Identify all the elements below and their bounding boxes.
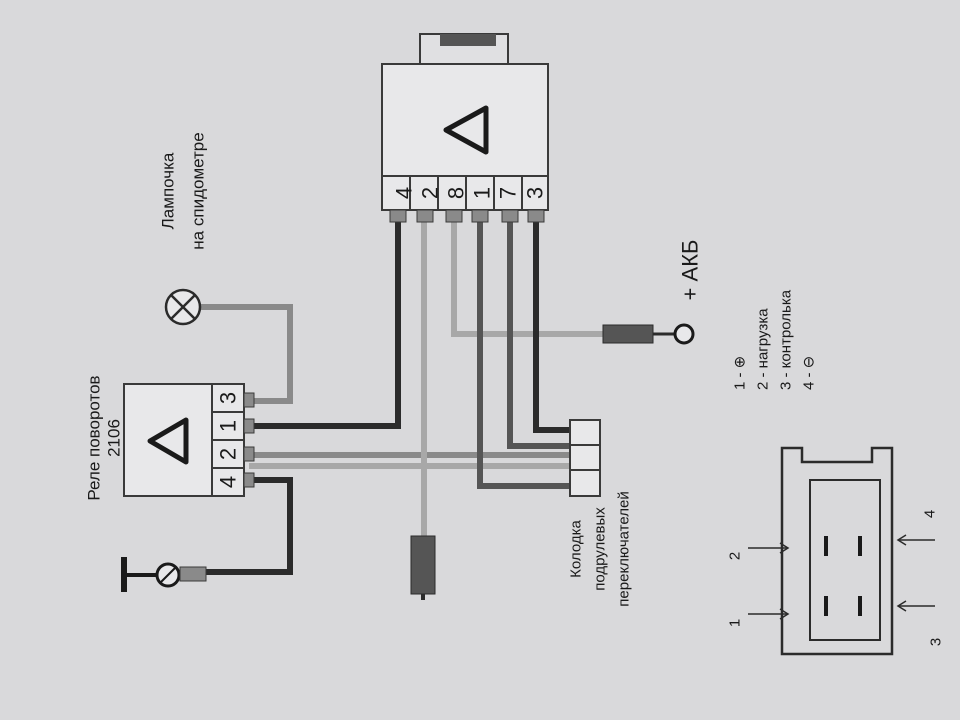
switch-pin-label: 2 [418,187,443,199]
pinout-drawing: 1 2 3 4 [727,446,945,656]
ground-terminal [121,557,207,592]
pinout-label: 1 [727,619,744,627]
connector-body [569,419,601,497]
steering-connector: Колодка подрулевых переключателей [568,419,633,607]
wire-relay-lamp [197,304,293,404]
relay-pin-label: 4 [216,476,241,488]
relay-pin-label: 3 [216,392,241,404]
legend-item: 1 - ⊕ [732,356,749,390]
relay-label: Реле поворотов [85,375,104,500]
switch-pin-stubs [389,209,545,223]
connector-label-line2: подрулевых [592,507,609,591]
pinout-label: 3 [928,638,945,646]
pinout-contacts [824,536,862,616]
wire-ground [201,477,293,575]
wire-switch3-connector [533,219,573,433]
switch-pin-label: 8 [444,187,469,199]
switch-pin-label: 1 [470,187,495,199]
relay-pin-label: 2 [216,448,241,460]
connector-label-line3: переключателей [616,491,633,606]
legend-item: 3 - контролька [778,289,795,390]
pinout-arrows [748,534,935,620]
battery-ring-icon [673,323,695,345]
wire-switch7-connector [507,219,573,449]
wires [197,219,608,575]
switch-pin-label: 7 [496,187,521,199]
pinout-inner [809,479,881,641]
relay-pin-stubs [243,392,255,488]
load-connector [410,535,436,600]
turn-relay: 4 2 1 3 Реле поворотов 2106 [85,375,255,501]
wire-switch8-battery [451,219,608,337]
relay-warning-triangle-icon [147,417,189,465]
lamp-label: Лампочка [159,152,178,229]
connector-label: Колодка [568,520,585,578]
relay-model-label: 2106 [105,419,124,457]
legend-item: 2 - нагрузка [755,308,772,390]
relay-pin-label: 1 [216,420,241,432]
wire-switch1-connector [477,219,573,489]
hazard-switch: 4 2 8 1 7 3 [381,33,549,223]
switch-pin-label: 4 [392,187,417,199]
battery-fuse [602,324,654,344]
legend: 1 - ⊕ 2 - нагрузка 3 - контролька 4 - ⊖ [732,289,818,390]
pinout-outline [780,446,894,656]
switch-pin-dividers [409,176,523,210]
speedometer-lamp: Лампочка на спидометре [159,132,208,326]
legend-item: 4 - ⊖ [801,356,818,390]
relay-pin-dividers [212,411,244,469]
ground-ring-slash [159,566,177,584]
wire-relay1-switch4 [249,219,401,429]
battery-label: + АКБ [678,240,703,301]
switch-warning-triangle-icon [443,105,489,155]
switch-pin-label: 3 [523,187,548,199]
pinout-label: 4 [922,510,939,518]
load-plug [410,535,436,595]
battery-terminal: + АКБ [602,240,703,345]
pinout-label: 2 [727,552,744,560]
switch-top-tab-dark [440,34,496,46]
lamp-cross-b [170,294,196,320]
lamp-label-line2: на спидометре [189,132,208,249]
ground-crimp [179,566,207,582]
relay-body [123,383,213,497]
